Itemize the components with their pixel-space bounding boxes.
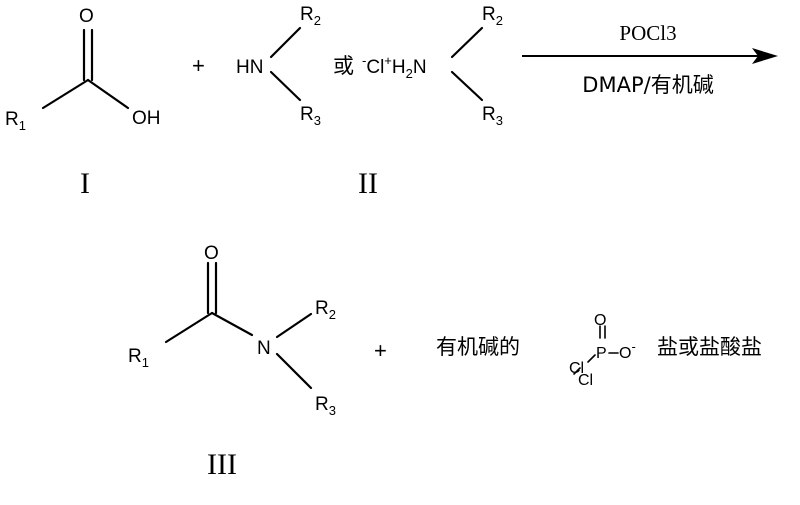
salt-r2-bond bbox=[450, 26, 484, 59]
salt-r2-label: R2 bbox=[482, 4, 503, 28]
reaction-arrow bbox=[522, 48, 778, 64]
dichlorophosphate-structure bbox=[573, 325, 619, 375]
amide-r2-label: R2 bbox=[315, 298, 336, 322]
plus-sign-1: + bbox=[192, 53, 205, 78]
amide-structure bbox=[164, 261, 313, 390]
amine-r2-bond bbox=[269, 26, 302, 59]
amide-cn-bond bbox=[210, 311, 254, 337]
amide-oxygen-label: O bbox=[204, 243, 219, 264]
chlorine-b-label: Cl bbox=[578, 372, 593, 389]
amide-r1-bond bbox=[164, 311, 214, 344]
carboxylic-acid-structure bbox=[41, 28, 130, 110]
amide-nitrogen-label: N bbox=[257, 338, 271, 359]
amine-structure bbox=[269, 26, 302, 102]
r1-bond bbox=[41, 78, 90, 110]
compound-label-i: I bbox=[80, 167, 90, 200]
acid-oxygen-label: O bbox=[79, 6, 94, 27]
compound-label-iii: III bbox=[207, 448, 237, 481]
p-cl-bond-a bbox=[587, 354, 596, 363]
reagent-above-arrow: POCl3 bbox=[619, 21, 676, 45]
amide-r3-label: R3 bbox=[315, 394, 336, 418]
byproduct-suffix: 盐或盐酸盐 bbox=[657, 335, 762, 359]
amide-r3-bond bbox=[275, 352, 313, 390]
amine-salt-structure bbox=[450, 26, 484, 102]
amine-salt-formula: -Cl+H2N bbox=[362, 53, 427, 81]
amine-r3-label: R3 bbox=[300, 104, 321, 128]
p-cl-bond-b bbox=[573, 367, 581, 375]
phosphate-double-oxygen-label: O bbox=[594, 312, 606, 329]
compound-label-ii: II bbox=[358, 167, 378, 200]
salt-r3-bond bbox=[450, 70, 484, 102]
amide-r1-label: R1 bbox=[128, 346, 149, 370]
acid-oh-label: OH bbox=[132, 108, 161, 129]
amine-hn-label: HN bbox=[236, 57, 263, 78]
reagent-below-arrow: DMAP/有机碱 bbox=[582, 73, 713, 97]
phosphorus-label: P bbox=[596, 345, 607, 362]
salt-r3-label: R3 bbox=[482, 104, 503, 128]
amine-r3-bond bbox=[269, 70, 302, 102]
hydroxyl-bond bbox=[86, 78, 130, 110]
arrow-head bbox=[752, 48, 778, 64]
byproduct-prefix: 有机碱的 bbox=[436, 335, 520, 359]
phosphate-oxide-label: O- bbox=[619, 339, 636, 362]
chlorine-a-label: Cl bbox=[569, 360, 584, 377]
amine-r2-label: R2 bbox=[300, 4, 321, 28]
plus-sign-2: + bbox=[374, 338, 387, 363]
or-word: 或 bbox=[333, 54, 354, 78]
amide-r2-bond bbox=[275, 312, 313, 339]
acid-r1-label: R1 bbox=[5, 109, 26, 133]
